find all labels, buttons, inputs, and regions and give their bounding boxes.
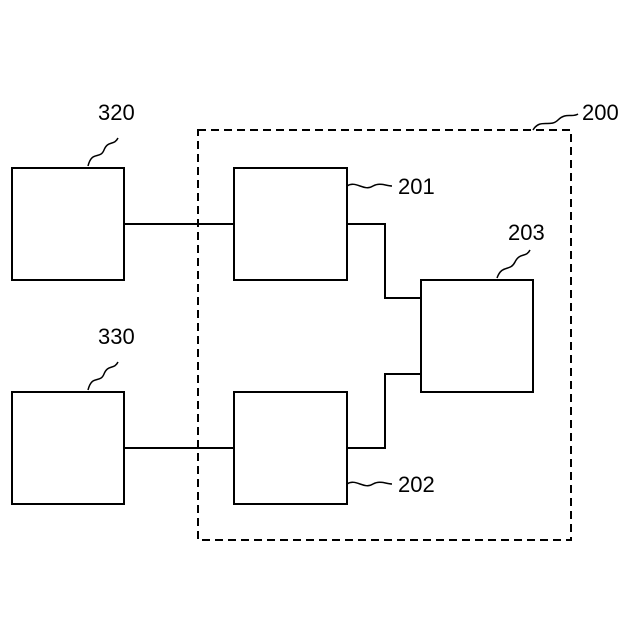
label-320: 320	[98, 100, 135, 125]
box-202	[234, 392, 347, 504]
connection-201-to-203	[347, 224, 421, 298]
leader-202	[347, 482, 392, 486]
leader-200	[533, 114, 578, 130]
label-201: 201	[398, 174, 435, 199]
box-320	[12, 168, 124, 280]
leader-203	[497, 250, 530, 278]
label-203: 203	[508, 220, 545, 245]
connection-202-to-203	[347, 374, 421, 448]
box-330	[12, 392, 124, 504]
leader-320	[88, 138, 118, 166]
label-330: 330	[98, 324, 135, 349]
leader-201	[347, 184, 392, 188]
box-203	[421, 280, 533, 392]
label-200: 200	[582, 100, 619, 125]
box-201	[234, 168, 347, 280]
leader-330	[88, 362, 118, 390]
label-202: 202	[398, 472, 435, 497]
